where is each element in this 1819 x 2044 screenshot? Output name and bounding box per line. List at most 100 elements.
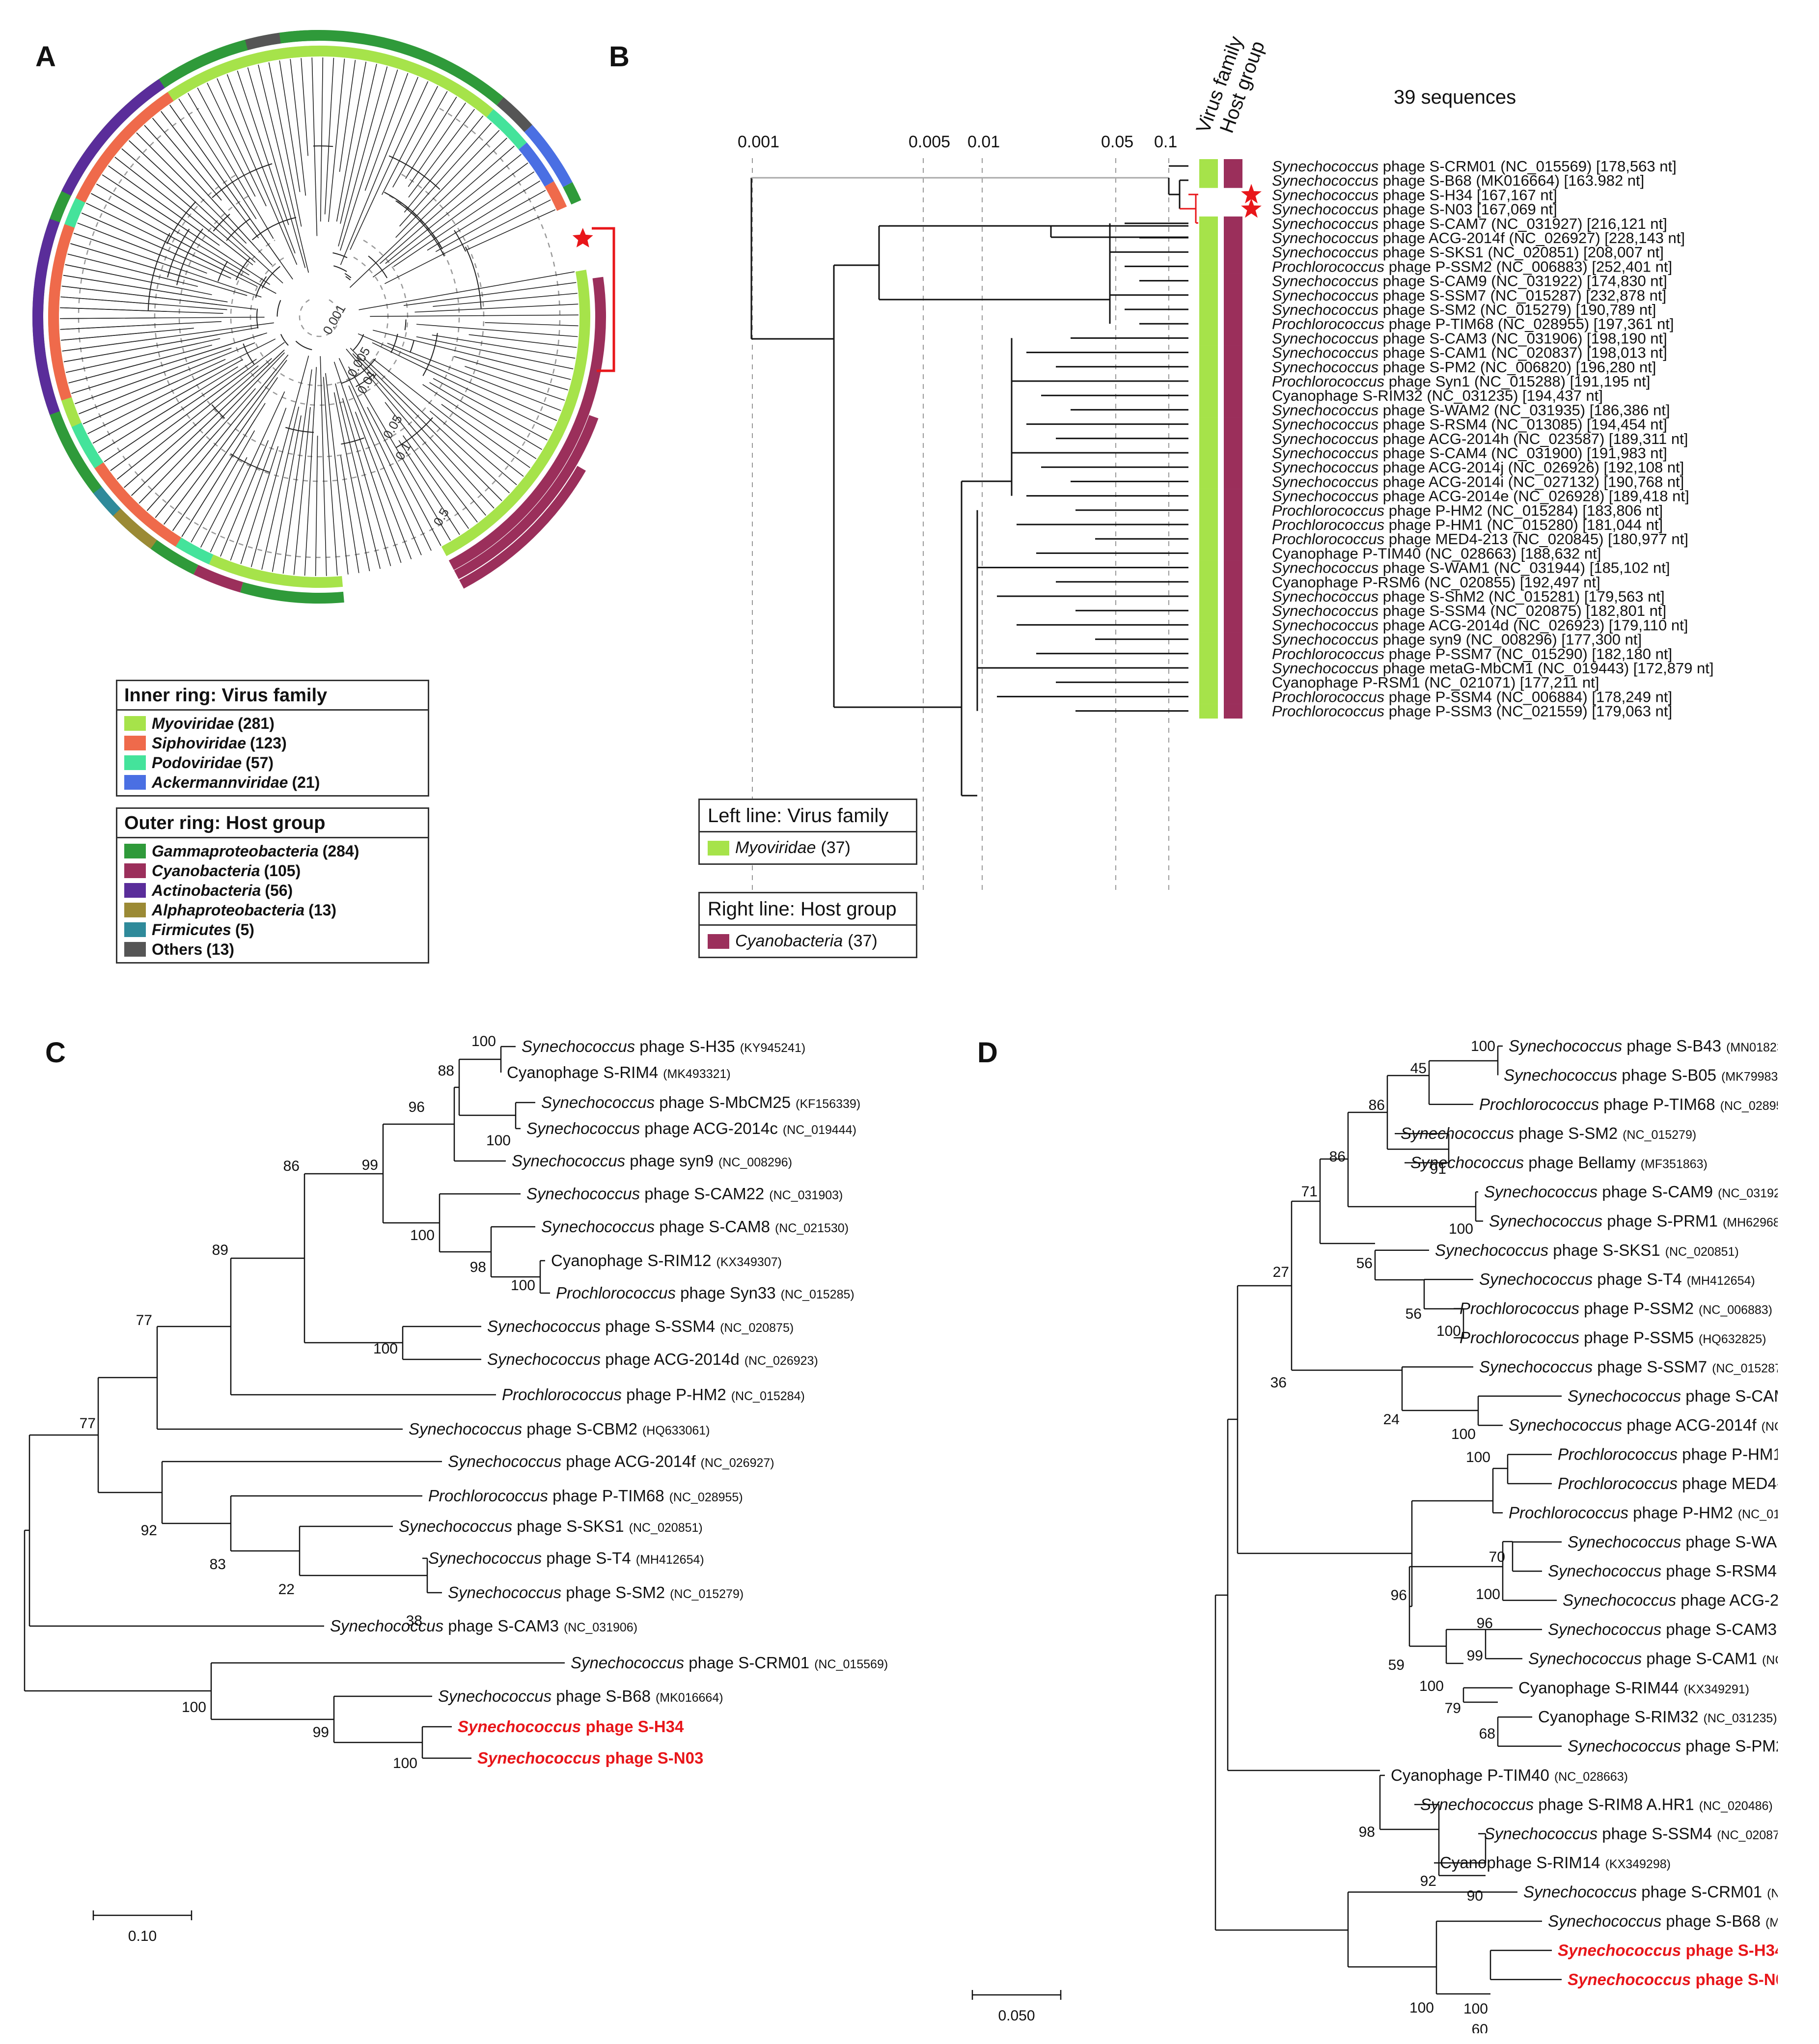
- host-group-cell: [1224, 518, 1242, 532]
- taxon-rest: phage S-PM2 (NC_006820) [196,280 nt]: [1378, 359, 1656, 376]
- taxon-label: Prochlorococcus phage P-HM2(NC_015284): [1509, 1503, 1778, 1521]
- taxon-label: Synechococcus phage S-RIM8 A.HR1(NC_0204…: [1420, 1795, 1773, 1813]
- internal-branch: [356, 373, 374, 387]
- taxon-name: Cyanophage S-RIM12: [551, 1251, 712, 1270]
- virus-family-cell: [1199, 374, 1218, 389]
- tip-branch: [172, 377, 278, 531]
- legend-count: (284): [322, 842, 359, 860]
- tip-branch: [370, 314, 579, 317]
- tip-branch: [152, 118, 222, 201]
- virus-family-cell: [1199, 604, 1218, 618]
- tip-branch: [114, 157, 249, 262]
- scale-circle: [78, 108, 561, 558]
- tip-branch: [290, 59, 306, 196]
- taxon-label: Cyanophage P-TIM40(NC_028663): [1391, 1766, 1628, 1784]
- host-group-cell: [1224, 632, 1242, 647]
- tip-branch: [404, 115, 484, 213]
- taxon-label: Prochlorococcus phage P-TIM68(NC_028955): [1479, 1095, 1778, 1113]
- outer-ring-segment: [159, 39, 248, 88]
- outer-ring-legend-row: Alphaproteobacteria(13): [117, 900, 428, 920]
- tip-branch: [422, 384, 537, 459]
- taxon-genus: Synechococcus: [1548, 1620, 1661, 1638]
- taxon-name: phage S-N03: [1691, 1970, 1778, 1989]
- tip-branch: [110, 342, 285, 471]
- taxon-genus: Synechococcus: [438, 1687, 551, 1705]
- virus-family-cell: [1199, 417, 1218, 432]
- outer-ring-segment: [50, 191, 71, 222]
- tip-branch: [181, 419, 256, 537]
- phylogeny-c: Synechococcus phage S-H35(KY945241) Cyano…: [24, 1033, 888, 1944]
- taxon-label: Synechococcus phage S-H35(KY945241): [522, 1037, 805, 1055]
- bootstrap-value: 38: [406, 1613, 422, 1629]
- taxon-label: Synechococcus phage S-CAM3(NC_031906): [330, 1617, 637, 1635]
- taxon-label: Synechococcus phage ACG-2014d(NC_026923): [487, 1350, 818, 1368]
- tip-branch: [129, 140, 218, 223]
- tip-branch: [338, 66, 388, 247]
- taxon-name: phage S-B68: [551, 1687, 651, 1705]
- taxon-label: Prochlorococcus phage P-HM1 (NC_015280) …: [1272, 516, 1663, 533]
- taxon-accession: (NC_020486): [1699, 1799, 1773, 1813]
- myoviridae-count: (37): [821, 838, 851, 857]
- tip-branch: [237, 70, 289, 225]
- taxon-label: Cyanophage P-RSM6 (NC_020855) [192,497 n…: [1272, 574, 1600, 591]
- taxon-accession: (KY945241): [740, 1041, 805, 1055]
- tip-branch: [71, 332, 267, 394]
- taxon-name: phage MED4-213: [1678, 1474, 1778, 1492]
- taxon-rest: phage P-HM2 (NC_015284) [183,806 nt]: [1384, 502, 1663, 519]
- outer-ring-legend-row: Firmicutes(5): [117, 920, 428, 939]
- taxon-genus: Synechococcus: [1568, 1533, 1681, 1551]
- tip-branch: [117, 365, 259, 480]
- taxon-name: phage S-CAM8: [655, 1217, 770, 1236]
- taxon-label: Synechococcus phage S-CAM3(NC_031906): [1548, 1620, 1778, 1638]
- taxon-label: Synechococcus phage S-B43(MN018232): [1509, 1037, 1778, 1055]
- tip-branch: [355, 412, 412, 559]
- internal-branch: [230, 453, 270, 473]
- taxon-genus: Synechococcus: [512, 1152, 625, 1170]
- virus-family-cell: [1199, 589, 1218, 604]
- taxon-rest: phage Syn1 (NC_015288) [191,195 nt]: [1384, 373, 1650, 390]
- internal-branch: [256, 308, 259, 329]
- taxon-label: Synechococcus phage ACG-2014c(NC_019444): [526, 1119, 856, 1137]
- taxon-label: Cyanophage P-RSM1 (NC_021071) [177,211 n…: [1272, 674, 1599, 691]
- tip-branch: [311, 57, 318, 236]
- legend-name: Actinobacteria: [152, 881, 261, 899]
- tip-branch: [60, 307, 167, 312]
- taxon-genus: Synechococcus: [1272, 186, 1378, 203]
- tip-branch: [485, 322, 579, 327]
- virus-family-cell: [1199, 388, 1218, 403]
- taxon-rest: phage S-CAM1 (NC_020837) [198,013 nt]: [1378, 344, 1667, 361]
- virus-family-cell: [1199, 532, 1218, 547]
- taxon-genus: Synechococcus: [1509, 1037, 1622, 1055]
- cyanobacteria-outer-arc: [454, 415, 599, 580]
- taxon-label: Synechococcus phage metaG-MbCM1 (NC_0194…: [1272, 660, 1714, 677]
- tip-branch: [384, 199, 551, 284]
- tip-branch: [79, 356, 220, 414]
- tip-branch: [399, 122, 492, 227]
- taxon-accession: (MK799832): [1721, 1070, 1778, 1083]
- bootstrap-value: 100: [1449, 1221, 1473, 1237]
- tip-branch: [349, 138, 507, 288]
- bootstrap-value: 100: [410, 1227, 435, 1243]
- tip-branch: [465, 366, 565, 401]
- taxon-name: phage P-HM2: [1628, 1503, 1733, 1521]
- host-group-cell: [1224, 245, 1242, 260]
- taxon-label: Synechococcus phage S-SM2(NC_015279): [1401, 1124, 1696, 1142]
- host-group-cell: [1224, 345, 1242, 360]
- tip-branch: [367, 407, 441, 546]
- taxon-label: Synechococcus phage S-WAM2(NC_031935): [1568, 1533, 1778, 1551]
- taxon-genus: Prochlorococcus: [1558, 1474, 1678, 1492]
- tip-branch: [414, 304, 579, 313]
- taxon-accession: (KX349307): [717, 1255, 782, 1269]
- taxon-accession: (NC_006883): [1699, 1303, 1772, 1317]
- virus-family-cell: [1199, 575, 1218, 590]
- tip-branch: [340, 455, 359, 573]
- virus-family-cell: [1199, 690, 1218, 704]
- tip-branch: [138, 352, 285, 504]
- taxon-rest: phage metaG-MbCM1 (NC_019443) [172,879 n…: [1378, 660, 1713, 677]
- outer-ring-segment: [240, 582, 344, 604]
- tip-branch: [102, 174, 227, 257]
- taxon-genus: Synechococcus: [1272, 444, 1378, 462]
- bootstrap-value: 45: [1410, 1060, 1427, 1077]
- scale-tick-label: 0.01: [967, 133, 1000, 151]
